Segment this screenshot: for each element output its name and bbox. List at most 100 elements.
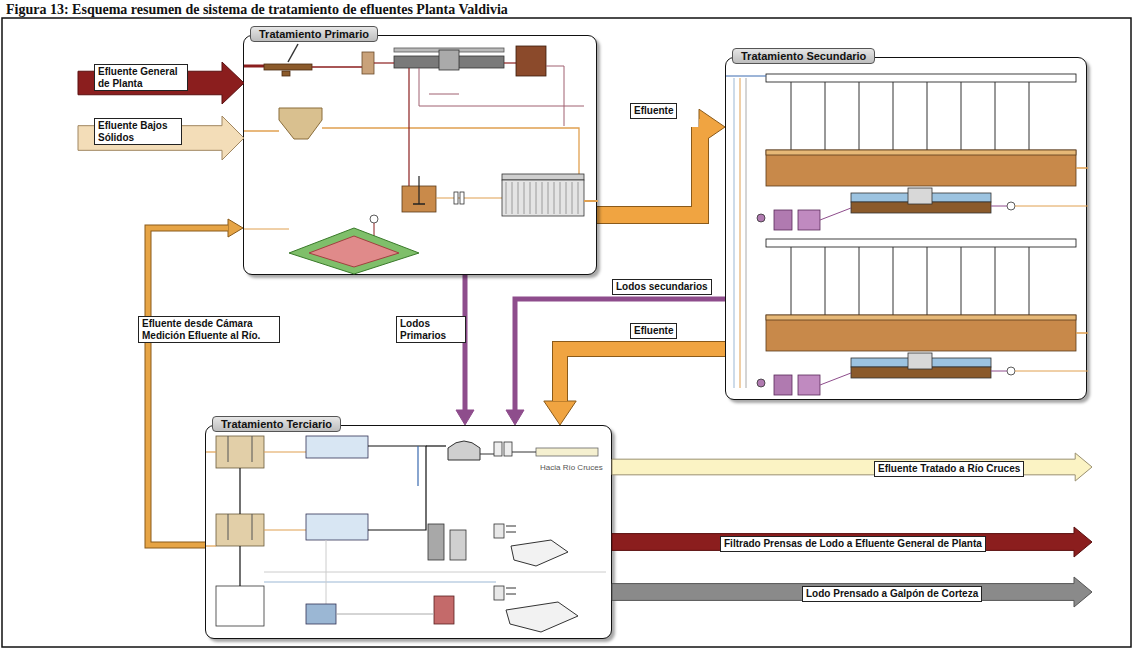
pump-symbol — [1007, 367, 1015, 375]
frame-border — [2, 18, 1131, 647]
panel-heading: Tratamiento Secundario — [732, 48, 875, 64]
arrow-body — [612, 577, 1092, 607]
title-holder: Figura 13: Esquema resumen de sistema de… — [6, 0, 508, 18]
flow-label: Lodo Prensado a Galpón de Corteza — [802, 586, 982, 602]
arrow-head — [228, 219, 243, 237]
pipe-line — [264, 529, 306, 530]
pipe-line — [417, 446, 418, 486]
pipe-line — [252, 436, 253, 462]
emergency-lagoon — [289, 228, 419, 274]
flow-arrow: Lodo Prensado a Galpón de Corteza — [612, 577, 1092, 607]
hopper — [279, 108, 322, 139]
process-illustration — [726, 58, 1088, 401]
pump-symbol — [757, 214, 765, 222]
connector-outline — [597, 127, 700, 215]
air-drop — [961, 247, 962, 323]
filter — [494, 442, 502, 456]
pipe-line — [506, 594, 516, 595]
edge-label-holder: Efluente desde Cámara Medición Efluente … — [138, 316, 280, 343]
arrow-body — [612, 527, 1092, 557]
aeration-basin — [766, 150, 1076, 186]
tower-fin — [530, 182, 531, 214]
pipe-line — [368, 446, 426, 530]
air-drop — [893, 82, 894, 158]
flow-connector — [456, 275, 474, 425]
pipe-line — [239, 546, 240, 586]
buffer-tank — [516, 46, 546, 76]
pipe-line — [244, 229, 289, 230]
lagoon-water — [309, 236, 399, 267]
connector-line — [560, 349, 725, 401]
pipe-line — [252, 514, 253, 540]
polymer-tank — [306, 604, 336, 624]
tower-fin — [554, 182, 555, 214]
flotation-unit — [306, 514, 368, 540]
pump-box — [774, 210, 792, 230]
tower-fin — [548, 182, 549, 214]
pipe-line — [426, 445, 446, 446]
pipe-line — [264, 451, 306, 452]
air-drop — [859, 82, 860, 158]
chemical-storage — [216, 586, 264, 626]
tower-top — [502, 174, 584, 180]
inlet-pipe — [244, 65, 266, 68]
panel-heading: Tratamiento Primario — [250, 26, 378, 42]
sludge-silo — [450, 530, 466, 560]
conveyor — [511, 540, 568, 566]
air-drop — [791, 82, 792, 158]
flow-arrow: Filtrado Prensas de Lodo a Efluente Gene… — [612, 527, 1092, 557]
pipe-line — [374, 62, 394, 63]
air-drop — [927, 247, 928, 323]
pipe-line — [506, 532, 516, 533]
flow-arrow: Efluente Bajos Sólidos — [78, 116, 244, 160]
tower-fin — [524, 182, 525, 214]
air-drop — [825, 82, 826, 158]
flow-label: Efluente Bajos Sólidos — [94, 118, 182, 145]
agitator — [418, 176, 419, 204]
pipe-line — [1076, 167, 1088, 169]
pipe-line — [206, 451, 216, 452]
pipe-line — [1076, 332, 1088, 334]
pump-box — [798, 210, 820, 230]
flotation-unit — [306, 436, 368, 458]
pipe-line — [512, 452, 536, 453]
edge-label: Lodos secundarios — [612, 279, 712, 295]
flow-arrow: Efluente General de Planta — [78, 62, 244, 104]
sludge-press — [494, 524, 504, 538]
air-drop — [1029, 247, 1030, 323]
edge-label-holder: Efluente — [630, 320, 677, 339]
air-drop — [825, 247, 826, 323]
clarifier-center — [908, 188, 932, 204]
edge-label-holder: Lodos Primarios — [396, 316, 466, 343]
air-drop — [791, 247, 792, 323]
pipe-line — [991, 206, 1007, 207]
connector-outline — [560, 349, 725, 401]
air-drop — [995, 247, 996, 323]
pipe-line — [429, 94, 459, 95]
tower-fin — [506, 182, 507, 214]
edge-label: Efluente — [630, 103, 677, 119]
sludge-press — [494, 586, 504, 600]
flow-connector — [597, 109, 725, 215]
connector-line — [597, 127, 700, 215]
sludge-silo — [428, 524, 444, 560]
tower-fin — [578, 182, 579, 214]
flow-label: Filtrado Prensas de Lodo a Efluente Gene… — [720, 536, 986, 552]
basin-surface — [766, 150, 1076, 155]
pipe-line — [734, 78, 735, 388]
screen-channel — [264, 64, 312, 70]
pipe-line — [228, 436, 229, 462]
tower-fin — [536, 182, 537, 214]
arrow-body — [612, 453, 1092, 481]
mixing-tank — [216, 436, 264, 468]
pipe-line — [1015, 371, 1088, 372]
valve — [454, 192, 458, 204]
valve — [460, 192, 464, 204]
flow-label: Efluente General de Planta — [94, 64, 188, 91]
sump — [282, 71, 290, 76]
flow-label: Efluente Tratado a Río Cruces — [874, 461, 1024, 477]
label-holder: Hacia Río Cruces — [540, 456, 603, 474]
mixing-tank — [216, 514, 264, 546]
air-header — [766, 74, 1076, 82]
